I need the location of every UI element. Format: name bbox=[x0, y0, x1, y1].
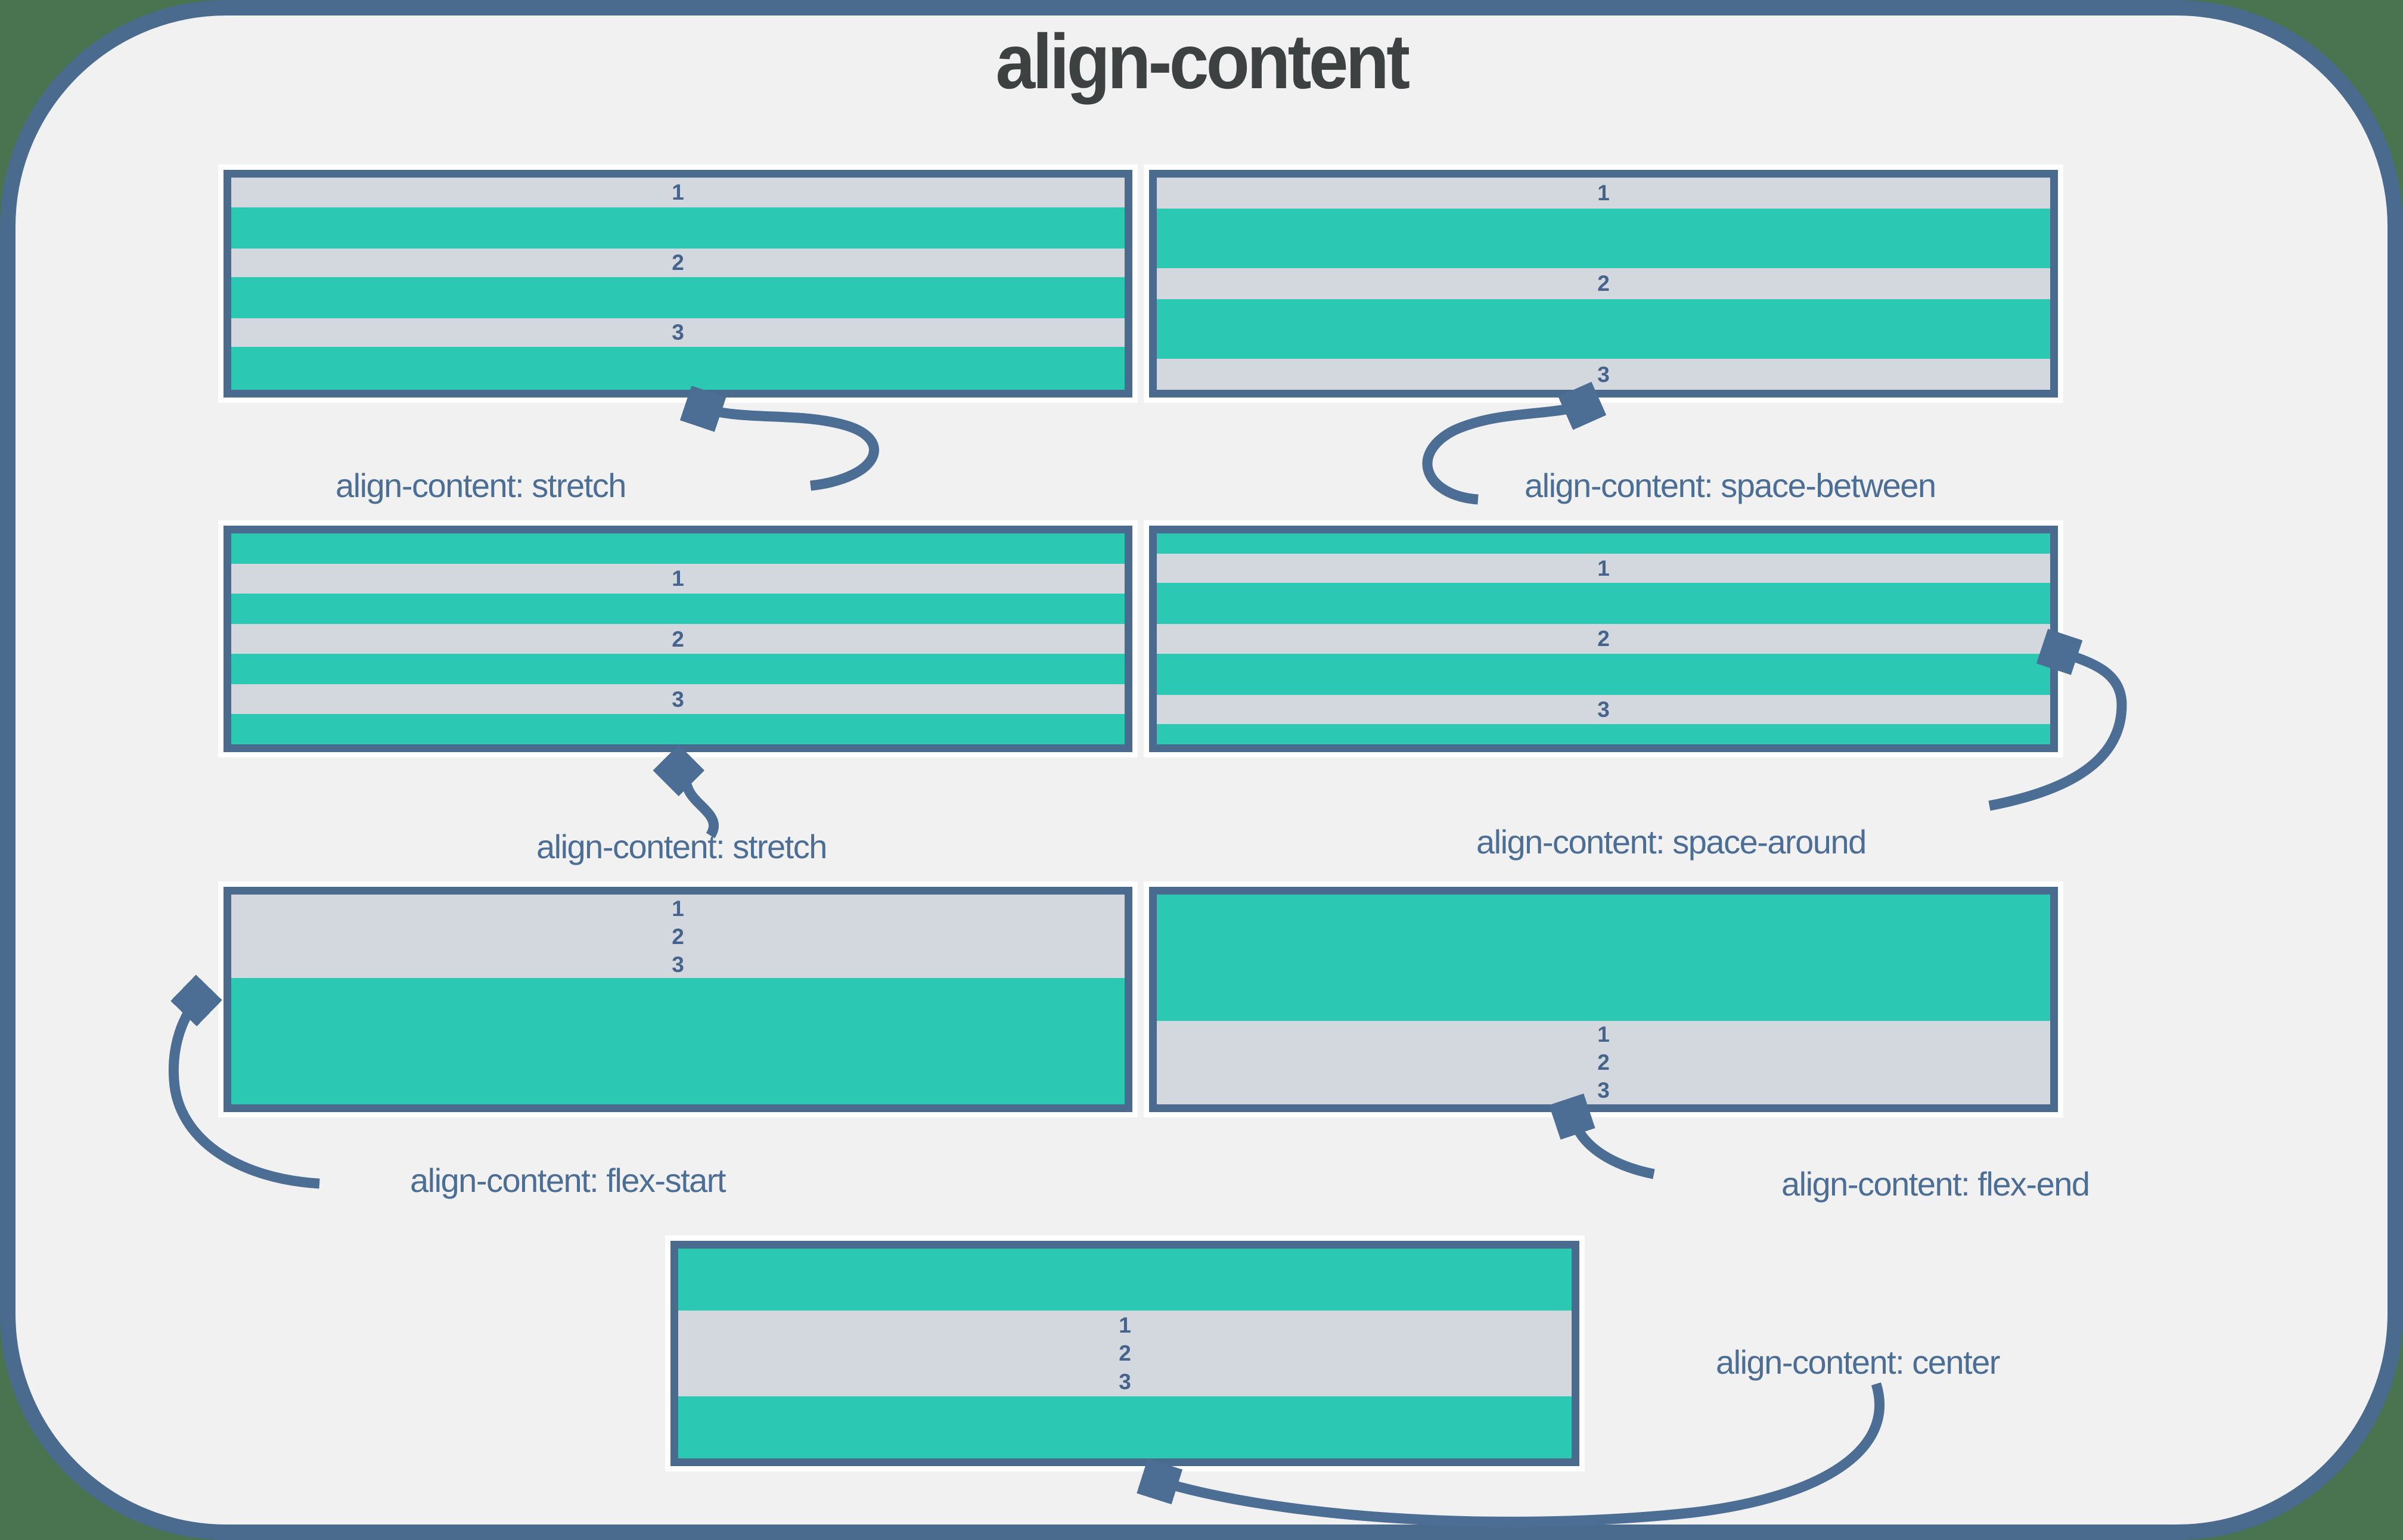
label-stretch-2: align-content: stretch bbox=[536, 828, 827, 865]
flex-item: 2 bbox=[231, 922, 1125, 951]
flex-line-gap bbox=[1157, 533, 2050, 554]
flex-free-space bbox=[231, 978, 1125, 1104]
flex-free-space bbox=[1157, 895, 2050, 1021]
item-number: 2 bbox=[672, 250, 684, 275]
label-flex-end: align-content: flex-end bbox=[1781, 1165, 2090, 1203]
item-number: 3 bbox=[1597, 1078, 1610, 1103]
flex-line-gap bbox=[1157, 653, 2050, 695]
flex-item: 1 bbox=[1157, 178, 2050, 209]
item-number: 2 bbox=[1597, 1050, 1610, 1075]
flex-demo-stretch-1: 1 2 3 bbox=[218, 164, 1138, 403]
item-number: 3 bbox=[672, 320, 684, 345]
flex-line-gap bbox=[231, 714, 1125, 744]
item-number: 3 bbox=[672, 952, 684, 977]
flex-line-gap bbox=[1157, 724, 2050, 744]
item-number: 3 bbox=[672, 687, 684, 712]
flex-item: 3 bbox=[1157, 694, 2050, 725]
item-number: 3 bbox=[1597, 697, 1610, 722]
item-number: 2 bbox=[672, 924, 684, 949]
item-number: 2 bbox=[1119, 1341, 1131, 1366]
flex-item: 3 bbox=[1157, 359, 2050, 390]
item-number: 1 bbox=[1597, 181, 1610, 206]
item-number: 2 bbox=[672, 626, 684, 651]
label-space-around: align-content: space-around bbox=[1476, 823, 1867, 861]
flex-free-space bbox=[678, 1396, 1572, 1458]
flex-item: 2 bbox=[1157, 624, 2050, 654]
flex-item: 1 bbox=[231, 178, 1125, 207]
item-number: 1 bbox=[1597, 1022, 1610, 1047]
flex-item: 3 bbox=[231, 950, 1125, 979]
flex-item: 1 bbox=[231, 563, 1125, 594]
flex-item: 2 bbox=[231, 623, 1125, 654]
item-number: 1 bbox=[672, 566, 684, 591]
flex-item: 2 bbox=[678, 1339, 1572, 1368]
flex-line-gap bbox=[231, 347, 1125, 390]
flex-demo-space-around: 1 2 3 bbox=[1144, 520, 2063, 757]
flex-line-gap bbox=[231, 594, 1125, 624]
flex-item: 3 bbox=[231, 318, 1125, 347]
item-number: 3 bbox=[1119, 1370, 1131, 1395]
label-center: align-content: center bbox=[1716, 1343, 2000, 1381]
flex-item: 2 bbox=[1157, 1048, 2050, 1077]
flex-item: 2 bbox=[1157, 268, 2050, 299]
item-number: 2 bbox=[1597, 626, 1610, 651]
label-stretch-1: align-content: stretch bbox=[336, 467, 626, 504]
flex-line-gap bbox=[231, 654, 1125, 684]
flex-item: 1 bbox=[678, 1311, 1572, 1340]
item-number: 1 bbox=[1597, 555, 1610, 580]
flex-item: 3 bbox=[1157, 1076, 2050, 1104]
item-number: 1 bbox=[672, 896, 684, 921]
flex-demo-stretch-2: 1 2 3 bbox=[218, 520, 1138, 757]
item-number: 1 bbox=[672, 180, 684, 205]
item-number: 1 bbox=[1119, 1312, 1131, 1337]
flex-item: 3 bbox=[678, 1367, 1572, 1396]
flex-line-gap bbox=[1157, 208, 2050, 269]
flex-line-gap bbox=[1157, 583, 2050, 625]
flex-line-gap bbox=[1157, 299, 2050, 359]
flex-item: 2 bbox=[231, 248, 1125, 277]
flex-line-gap bbox=[231, 533, 1125, 564]
flex-item: 3 bbox=[231, 684, 1125, 715]
flex-item: 1 bbox=[231, 895, 1125, 923]
flex-line-gap bbox=[231, 207, 1125, 249]
item-number: 2 bbox=[1597, 271, 1610, 296]
flex-item: 1 bbox=[1157, 553, 2050, 583]
flex-demo-flex-start: 1 2 3 bbox=[218, 881, 1138, 1117]
flex-demo-flex-end: 1 2 3 bbox=[1144, 881, 2063, 1117]
flex-demo-center: 1 2 3 bbox=[665, 1235, 1585, 1471]
page-title: align-content bbox=[995, 18, 1411, 105]
flex-demo-space-between: 1 2 3 bbox=[1144, 164, 2063, 403]
label-space-between: align-content: space-between bbox=[1525, 467, 1936, 504]
flex-line-gap bbox=[231, 277, 1125, 318]
flex-item: 1 bbox=[1157, 1020, 2050, 1049]
item-number: 3 bbox=[1597, 362, 1610, 387]
flex-free-space bbox=[678, 1249, 1572, 1311]
label-flex-start: align-content: flex-start bbox=[410, 1162, 726, 1199]
